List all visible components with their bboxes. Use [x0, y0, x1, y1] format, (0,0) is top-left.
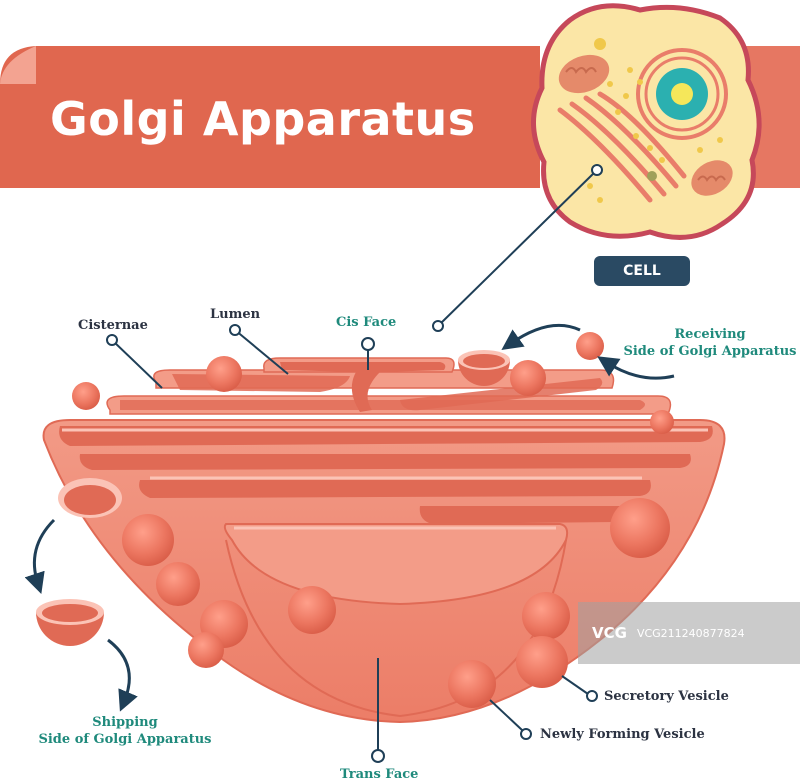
label-cis-face: Cis Face — [336, 315, 397, 330]
cell-pointer — [432, 164, 603, 332]
label-receiving: Receiving Side of Golgi Apparatus — [622, 326, 798, 360]
forming-cup-vesicle — [58, 478, 122, 518]
label-shipping: Shipping Side of Golgi Apparatus — [30, 714, 220, 748]
label-receiving-line1: Receiving — [674, 327, 746, 342]
label-secretory-vesicle: Secretory Vesicle — [604, 689, 729, 704]
leader-lines — [106, 324, 598, 763]
label-receiving-line2: Side of Golgi Apparatus — [623, 344, 797, 359]
shipping-arrow-bottom — [107, 638, 138, 712]
newly-forming-vesicle — [448, 660, 496, 708]
label-trans-face: Trans Face — [340, 767, 419, 782]
secretory-vesicle — [516, 636, 568, 688]
receiving-arrow-bottom — [597, 356, 675, 380]
watermark: VCG VCG211240877824 — [578, 602, 800, 664]
label-cisternae: Cisternae — [78, 318, 148, 333]
label-shipping-line2: Side of Golgi Apparatus — [38, 732, 212, 747]
label-lumen: Lumen — [210, 307, 261, 322]
vesicles — [36, 332, 674, 708]
page-title: Golgi Apparatus — [50, 92, 476, 146]
receiving-arrow-top — [501, 323, 581, 351]
receiving-cup-vesicle — [458, 350, 510, 386]
label-newly-forming-vesicle: Newly Forming Vesicle — [540, 727, 705, 742]
watermark-logo: VCG — [592, 624, 627, 642]
flow-arrows — [24, 323, 675, 712]
shipping-cup-vesicle — [36, 599, 104, 646]
cell-illustration — [531, 3, 762, 240]
cell-badge: CELL — [594, 256, 690, 286]
watermark-id: VCG211240877824 — [636, 626, 745, 640]
label-shipping-line1: Shipping — [92, 715, 158, 730]
shipping-arrow-top — [24, 518, 56, 594]
